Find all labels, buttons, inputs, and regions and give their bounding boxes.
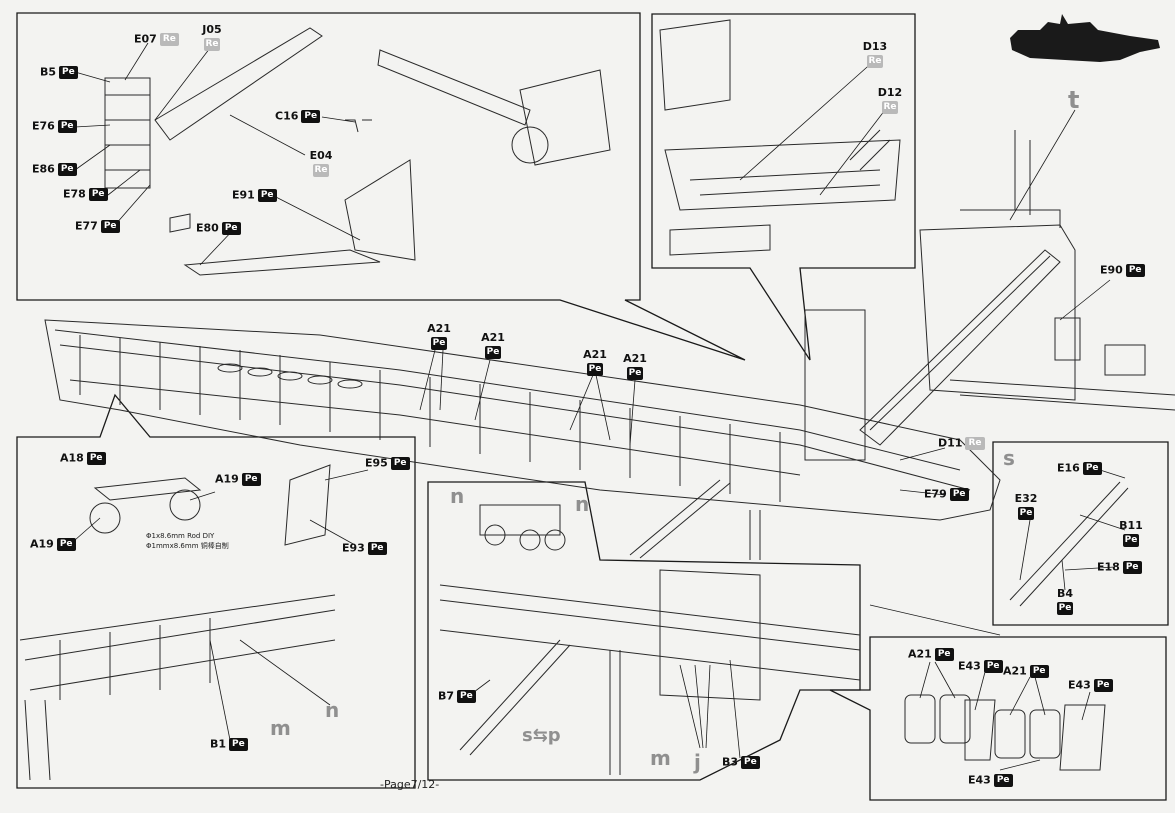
- section-letter-n-3: n: [325, 698, 340, 722]
- section-letter-j: j: [694, 750, 701, 774]
- crane-tower: [804, 309, 866, 461]
- section-letter-n-1: n: [450, 484, 465, 508]
- crane-boom: [859, 249, 1061, 446]
- section-letter-m-1: m: [270, 716, 291, 740]
- section-letter-n-2: n: [575, 492, 590, 516]
- rod-note-cn: Φ1mmx8.6mm 铜棒自制: [146, 542, 229, 550]
- boom-E04: [154, 27, 323, 141]
- section-letter-s-swap-p: s⇆p: [522, 725, 561, 746]
- superstructure-block: [919, 224, 1076, 401]
- main-hull-outline: [44, 319, 1001, 521]
- deckhouse-C16: [519, 69, 611, 166]
- detail-panel-bottom-center: [427, 481, 861, 781]
- section-letter-m-2: m: [650, 746, 671, 770]
- tower-E76: [104, 77, 151, 189]
- detail-panel-top-left: [16, 12, 746, 361]
- ship-silhouette-icon: [1010, 14, 1160, 62]
- page-number: -Page7/12-: [380, 778, 440, 791]
- section-letter-s: s: [1003, 446, 1015, 470]
- detail-panel-bottom-right: [829, 636, 1167, 801]
- rod-note-en: Φ1x8.6mm Rod DIY: [146, 532, 215, 540]
- detail-panel-bottom-left: [16, 393, 416, 789]
- section-letter-t: t: [1068, 86, 1080, 114]
- detail-panel-right: [992, 441, 1169, 626]
